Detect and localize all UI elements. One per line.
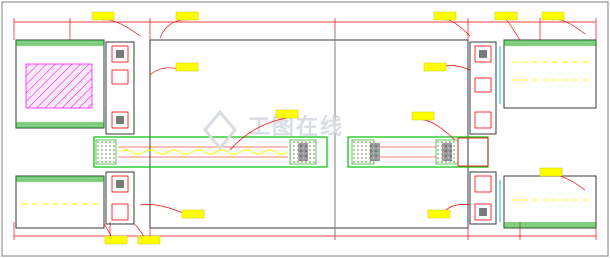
callout-tag xyxy=(104,235,128,245)
callout-leader xyxy=(550,175,586,191)
callout-tag xyxy=(541,11,565,21)
right-column-lower xyxy=(469,171,497,225)
callout-tag xyxy=(181,209,205,219)
callout-tag xyxy=(494,11,518,21)
callout-tag xyxy=(175,11,199,21)
callout-tag xyxy=(433,11,457,21)
callout-group xyxy=(91,11,586,245)
right-wall-lower xyxy=(499,175,597,229)
callout-leader xyxy=(229,117,288,151)
left-column-upper xyxy=(105,41,135,135)
right-glazing-panel xyxy=(347,136,489,168)
callout-tag xyxy=(91,11,115,21)
callout-tag xyxy=(427,209,451,219)
left-wall-upper xyxy=(15,39,105,129)
callout-leader xyxy=(159,19,188,39)
callout-tag xyxy=(539,167,563,177)
callout-tag xyxy=(137,235,161,245)
left-column-lower xyxy=(105,171,135,225)
right-wall-upper xyxy=(499,39,597,109)
center-opening xyxy=(149,30,469,238)
callout-leader xyxy=(505,19,521,41)
right-column-upper xyxy=(469,41,497,135)
watermark: 工图在线 xyxy=(203,109,344,151)
top-dimension-line xyxy=(13,18,597,40)
callout-tag xyxy=(411,111,435,121)
left-wall-lower xyxy=(15,175,105,229)
watermark-text: 工图在线 xyxy=(248,114,344,140)
callout-tag xyxy=(423,62,447,72)
callout-tag xyxy=(175,62,199,72)
left-glazing-panel xyxy=(93,136,328,168)
callout-tag xyxy=(275,109,299,119)
